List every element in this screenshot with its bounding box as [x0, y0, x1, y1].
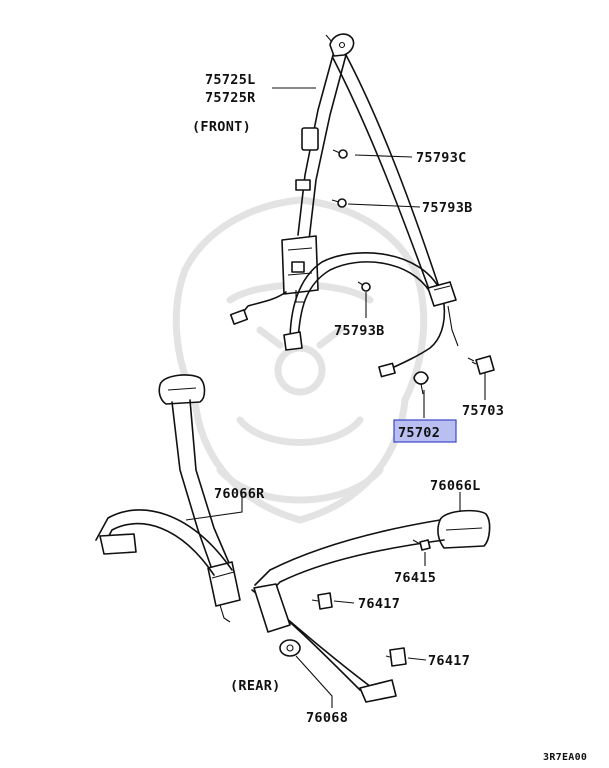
front-seat-belt-assembly	[229, 33, 495, 395]
highlight-box	[393, 419, 457, 443]
label-75703: 75703	[462, 403, 504, 419]
diagram-code: 3R7EA00	[543, 752, 587, 763]
part-labels: 75725L 75725R (FRONT) 75793C 75793B 7579…	[192, 72, 587, 763]
label-76066r: 76066R	[214, 486, 265, 502]
label-75702: 75702	[398, 425, 440, 441]
label-76417-lower: 76417	[428, 653, 470, 669]
leader-lines	[185, 87, 486, 708]
highlighted-part-75702[interactable]: 75702	[393, 419, 457, 443]
label-75725l: 75725L	[205, 72, 256, 88]
label-75793b-upper: 75793B	[422, 200, 473, 216]
label-76068: 76068	[306, 710, 348, 726]
label-front-section: (FRONT)	[192, 119, 251, 135]
rear-seat-belt-assembly	[95, 374, 491, 703]
label-rear-section: (REAR)	[230, 678, 281, 694]
label-76066l: 76066L	[430, 478, 481, 494]
label-76415: 76415	[394, 570, 436, 586]
label-75793c: 75793C	[416, 150, 467, 166]
label-75725r: 75725R	[205, 90, 256, 106]
label-75793b-lower: 75793B	[334, 323, 385, 339]
label-76417-upper: 76417	[358, 596, 400, 612]
